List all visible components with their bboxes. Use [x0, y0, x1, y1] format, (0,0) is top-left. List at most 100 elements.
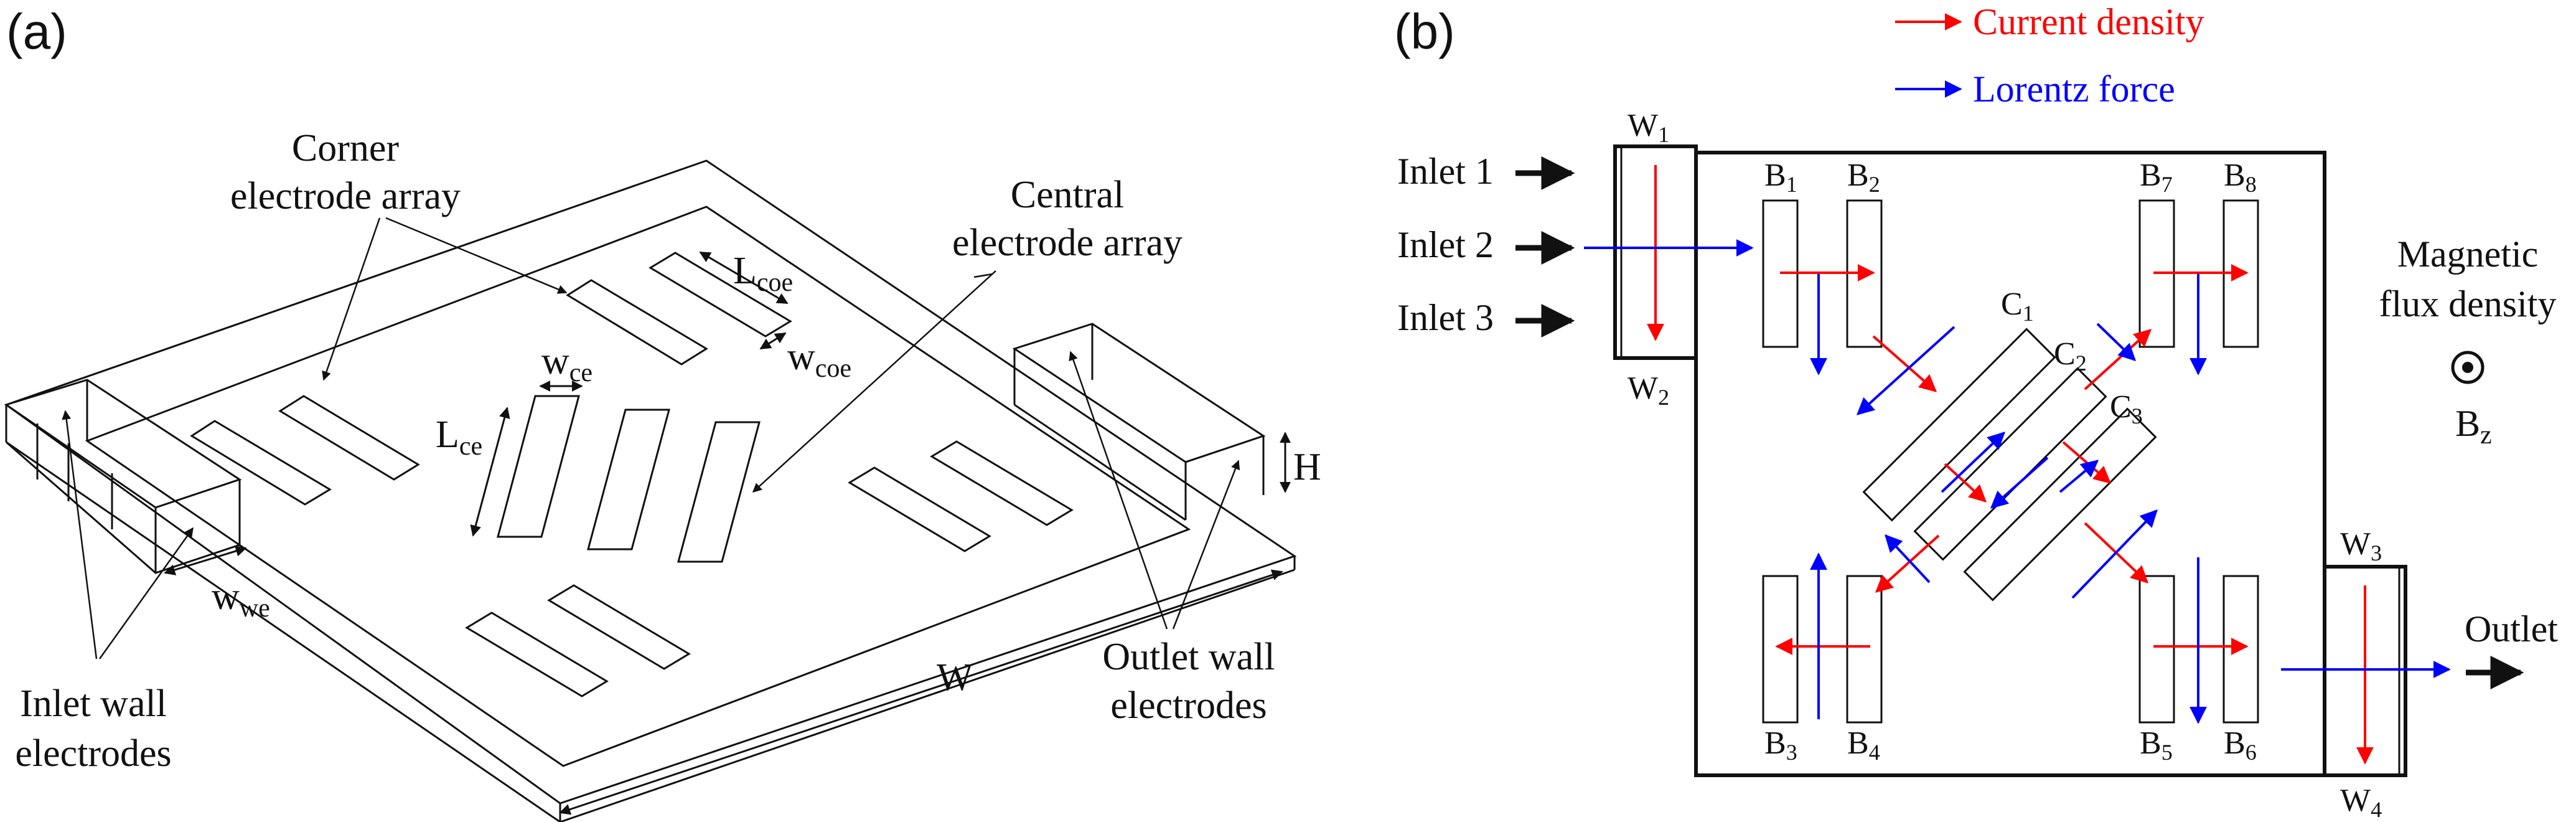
corner-electrode — [930, 440, 1074, 526]
panel-b: (b) Current density Lorentz force Inlet … — [1394, 1, 2558, 822]
central-leader-1 — [752, 270, 996, 493]
outlet-label-1: Outlet wall — [1102, 636, 1275, 678]
c2-label: C2 — [2054, 336, 2087, 376]
central-electrode — [587, 409, 670, 550]
b7-label: B7 — [2140, 158, 2173, 197]
b2-label: B2 — [1847, 158, 1880, 197]
b5-electrode — [2138, 575, 2175, 724]
h-label: H — [1293, 446, 1321, 488]
current-arrows — [1775, 264, 2249, 655]
inlet-box — [1613, 144, 1698, 360]
current-arrow — [1872, 335, 1937, 392]
current-arrow — [2062, 441, 2112, 484]
w4-label: W4 — [2340, 783, 2382, 822]
b3-electrode — [1762, 575, 1799, 724]
w-coe-arrow — [759, 332, 787, 350]
inlet-3-label: Inlet 3 — [1397, 297, 1494, 338]
w1-label: W1 — [1628, 108, 1669, 147]
inlet-channel — [1613, 144, 1698, 360]
lorentz-arrow — [1990, 456, 2049, 509]
c1-electrode — [1862, 328, 2056, 522]
inlet-2-label: Inlet 2 — [1397, 224, 1494, 265]
outlet-wall-electrodes — [1012, 323, 1266, 521]
inlet-wall-electrodes — [4, 379, 242, 574]
c3-label: C3 — [2110, 389, 2143, 428]
central-leader-2 — [973, 273, 993, 278]
current-arrow — [2084, 329, 2152, 390]
central-electrode — [497, 395, 580, 538]
panel-b-tag: (b) — [1394, 4, 1455, 59]
corner-electrode — [190, 420, 332, 506]
l-ce-arrow — [470, 407, 510, 537]
leader-lines — [62, 217, 1240, 659]
inlet-label-2: electrodes — [15, 732, 171, 775]
b3-label: B3 — [1764, 725, 1797, 765]
b4-label: B4 — [1847, 725, 1880, 765]
corner-label-2: electrode array — [230, 175, 461, 217]
b1-label: B1 — [1764, 158, 1797, 197]
panel-a-tag: (a) — [6, 4, 67, 59]
central-electrode — [677, 421, 761, 563]
inlet-1-label: Inlet 1 — [1397, 151, 1494, 192]
corner-electrode — [465, 612, 609, 697]
outlet-inner-edge — [1014, 404, 1186, 521]
outlet-leader-1 — [1069, 351, 1168, 630]
corner-electrode — [649, 252, 792, 338]
current-arrow — [1875, 534, 1940, 593]
corner-electrode-array — [190, 252, 1074, 697]
outlet-label-2: electrodes — [1110, 684, 1267, 727]
outlet-leader-2 — [1172, 460, 1240, 630]
inlet-leader-2 — [98, 527, 194, 659]
corner-electrode — [566, 279, 708, 366]
w-ce-label: wce — [541, 340, 592, 387]
corner-leader-2 — [385, 217, 568, 294]
w3-label: W3 — [2340, 526, 2382, 565]
c2-electrode — [1913, 367, 2107, 561]
c1-label: C1 — [2001, 286, 2034, 326]
central-label-1: Central — [1011, 174, 1125, 216]
lorentz-arrow — [2059, 460, 2099, 493]
inlet-leader-1 — [62, 410, 98, 659]
b6-electrode — [2222, 575, 2259, 724]
b8-label: B8 — [2224, 158, 2257, 197]
b4-electrode — [1846, 575, 1883, 724]
corner-electrode — [547, 584, 691, 670]
w-we-arrow — [164, 546, 247, 575]
main-chamber — [1694, 151, 2326, 777]
current-arrow — [1944, 463, 1987, 503]
w-we-label: wwe — [212, 575, 270, 623]
c3-electrode — [1963, 407, 2157, 602]
legend-lorentz-label: Lorentz force — [1973, 68, 2175, 110]
b-electrodes — [1762, 199, 2259, 724]
corner-label-1: Corner — [292, 127, 400, 169]
inlet-label-1: Inlet wall — [20, 683, 167, 725]
b5-label: B5 — [2140, 725, 2173, 765]
outlet-channel — [2323, 565, 2407, 777]
lorentz-arrow — [2096, 323, 2137, 361]
lorentz-arrow — [2071, 509, 2158, 599]
magnetic-label-1: Magnetic — [2397, 234, 2539, 275]
inlet-block-bottom — [6, 441, 241, 574]
w-label: W — [937, 656, 973, 699]
outlet-box — [2323, 565, 2407, 777]
dimension-arrows — [164, 251, 1291, 815]
w2-label: W2 — [1628, 371, 1669, 410]
panel-a: (a) — [4, 4, 1321, 822]
lorentz-arrow — [1941, 432, 2006, 493]
w-coe-label: wcoe — [787, 336, 851, 383]
legend-current-label: Current density — [1973, 1, 2204, 42]
out-of-plane-icon — [2451, 351, 2485, 384]
corner-leader-1 — [322, 217, 381, 381]
l-ce-label: Lce — [436, 413, 482, 461]
corner-electrode — [278, 395, 420, 481]
l-coe-label: Lcoe — [733, 250, 793, 297]
l-coe-arrow — [699, 251, 789, 305]
channel-top-inner — [85, 206, 1191, 767]
central-label-2: electrode array — [952, 222, 1183, 264]
lorentz-arrow — [1856, 326, 1955, 415]
lorentz-arrow — [1885, 534, 1931, 583]
bz-label: Bz — [2455, 403, 2492, 450]
corner-electrode — [848, 466, 991, 552]
b6-label: B6 — [2224, 725, 2257, 765]
